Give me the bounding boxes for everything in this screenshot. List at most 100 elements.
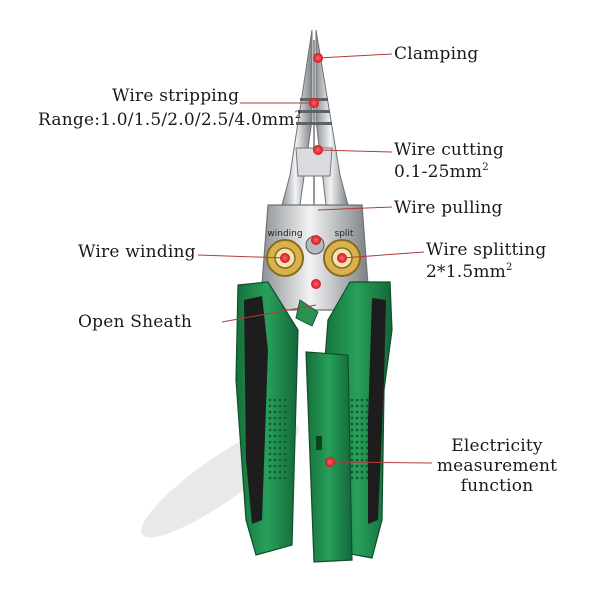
grip-dot <box>350 410 354 414</box>
grip-dot <box>365 428 369 432</box>
cutting-range-sup: 2 <box>482 162 489 173</box>
split-marking: split <box>335 229 354 239</box>
grip-dot <box>273 440 277 444</box>
label-electricity-measurement: Electricity measurement function <box>432 436 562 496</box>
grip-dot <box>350 422 354 426</box>
electricity-line-2: measurement <box>436 456 558 476</box>
grip-dot <box>273 422 277 426</box>
grip-dot <box>283 452 287 456</box>
label-wire-winding: Wire winding <box>78 242 196 262</box>
label-wire-splitting: Wire splitting <box>426 240 547 260</box>
grip-dot <box>365 416 369 420</box>
grip-dot <box>355 458 359 462</box>
handle-left-grip <box>244 296 268 524</box>
grip-dot <box>278 452 282 456</box>
grip-dot <box>365 404 369 408</box>
grip-dot <box>273 452 277 456</box>
grip-dot <box>365 446 369 450</box>
grip-dot <box>360 434 364 438</box>
grip-dot <box>360 422 364 426</box>
grip-dot <box>355 476 359 480</box>
clamping-dot <box>313 53 323 63</box>
grip-dot <box>283 398 287 402</box>
grip-dot <box>278 434 282 438</box>
grip-dot <box>355 404 359 408</box>
grip-dot <box>283 476 287 480</box>
grip-dot <box>355 446 359 450</box>
electricity-line-3: function <box>460 476 534 496</box>
grip-dot <box>355 416 359 420</box>
label-wire-cutting: Wire cutting <box>394 140 505 160</box>
grip-dot <box>283 404 287 408</box>
grip-dot <box>365 422 369 426</box>
grip-dot <box>355 422 359 426</box>
grip-dot <box>268 398 272 402</box>
label-clamping: Clamping <box>394 44 479 64</box>
grip-dot <box>355 470 359 474</box>
splitting-spec-text: 2*1.5mm <box>426 262 506 282</box>
grip-dot <box>283 422 287 426</box>
grip-dot <box>360 404 364 408</box>
cutting-dot <box>313 145 323 155</box>
grip-dot <box>278 446 282 450</box>
grip-dot <box>283 410 287 414</box>
grip-dot <box>360 464 364 468</box>
grip-dot <box>278 404 282 408</box>
grip-dot <box>273 446 277 450</box>
grip-dot <box>278 428 282 432</box>
grip-dot <box>273 470 277 474</box>
grip-dot <box>355 434 359 438</box>
grip-dot <box>360 458 364 462</box>
grip-dot <box>360 410 364 414</box>
grip-dot <box>350 416 354 420</box>
label-stripping-range: Range:1.0/1.5/2.0/2.5/4.0mm2 <box>38 106 301 130</box>
grip-dot <box>268 458 272 462</box>
grip-dot <box>350 464 354 468</box>
grip-dot <box>350 452 354 456</box>
grip-dot <box>365 464 369 468</box>
grip-dot <box>278 458 282 462</box>
pulling-dot <box>311 235 321 245</box>
handle-right-grip <box>368 298 386 524</box>
grip-dot <box>355 398 359 402</box>
grip-dot <box>268 404 272 408</box>
grip-dot <box>355 452 359 456</box>
grip-dot <box>278 470 282 474</box>
grip-dot <box>365 398 369 402</box>
label-open-sheath: Open Sheath <box>78 312 193 332</box>
grip-dot <box>350 446 354 450</box>
grip-dot <box>360 452 364 456</box>
label-cutting-range: 0.1-25mm2 <box>394 158 489 182</box>
module-slot <box>316 436 322 450</box>
grip-dot <box>350 458 354 462</box>
grip-dot <box>273 416 277 420</box>
grip-dot <box>365 452 369 456</box>
grip-dot <box>350 404 354 408</box>
grip-dot <box>278 398 282 402</box>
grip-dot <box>365 434 369 438</box>
grip-dot <box>283 434 287 438</box>
grip-dot <box>283 458 287 462</box>
grip-dot <box>273 464 277 468</box>
grip-dot <box>365 476 369 480</box>
grip-dot <box>278 464 282 468</box>
grip-dot <box>283 440 287 444</box>
grip-dot <box>360 440 364 444</box>
splitting-spec-sup: 2 <box>506 262 513 273</box>
grip-dot <box>278 410 282 414</box>
grip-dot <box>268 470 272 474</box>
grip-dot <box>350 398 354 402</box>
grip-dot <box>350 470 354 474</box>
grip-dot <box>268 476 272 480</box>
grip-dot <box>365 458 369 462</box>
grip-dot <box>365 440 369 444</box>
electricity-line-1: Electricity <box>451 436 543 456</box>
grip-dot <box>268 446 272 450</box>
grip-dot <box>268 422 272 426</box>
label-wire-pulling: Wire pulling <box>394 198 503 218</box>
grip-dot <box>350 476 354 480</box>
grip-dot <box>283 464 287 468</box>
grip-dot <box>360 428 364 432</box>
grip-dot <box>273 410 277 414</box>
grip-dots-right <box>350 398 369 480</box>
